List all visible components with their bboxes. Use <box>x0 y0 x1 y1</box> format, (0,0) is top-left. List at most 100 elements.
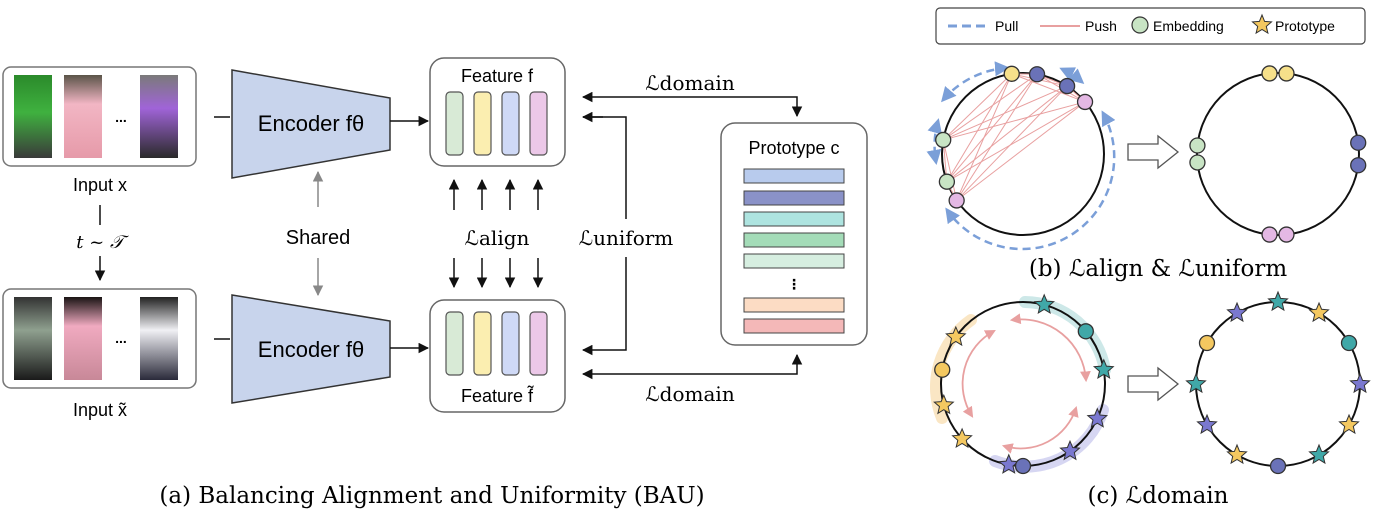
legend: Pull Push Embedding Prototype <box>935 7 1366 45</box>
person-image <box>140 75 178 158</box>
prototype-label: Prototype c <box>748 138 839 158</box>
image-ellipsis: ... <box>115 330 127 346</box>
prototype-star <box>951 427 973 449</box>
prototype-star <box>1196 413 1218 435</box>
prototype-ellipsis: ⋮ <box>787 276 801 292</box>
embedding-point <box>1014 457 1032 475</box>
push-line <box>956 85 1068 201</box>
person-image <box>64 297 102 380</box>
caption-b: (b) ℒalign & ℒuniform <box>1029 256 1288 282</box>
prototypes-c-left <box>933 293 1115 475</box>
prototype-star <box>1308 301 1330 323</box>
legend-push: Push <box>1085 18 1117 34</box>
prototype-star <box>1226 301 1248 323</box>
embedding-point <box>934 361 951 378</box>
encoder-top-label: Encoder fθ <box>258 111 364 136</box>
transition-arrow-c <box>1127 366 1180 402</box>
pull-arc <box>926 118 942 165</box>
align-arrows-up <box>448 178 544 210</box>
hypersphere-b-right <box>1196 72 1360 236</box>
embedding-point <box>1340 334 1358 352</box>
encoder-bottom-label: Encoder fθ <box>258 337 364 362</box>
domain-loss-top-label: ℒdomain <box>645 71 735 95</box>
prototype-star <box>1308 443 1330 465</box>
align-loss-label: ℒalign <box>465 226 530 250</box>
hypersphere-c-right <box>1195 301 1361 467</box>
person-image <box>140 297 178 380</box>
embedding-point <box>1278 226 1295 243</box>
prototype-star <box>1338 413 1360 435</box>
prototype-star <box>1033 293 1055 314</box>
push-line <box>943 85 1068 141</box>
input-images-bottom: ... <box>2 288 197 389</box>
prototype-star <box>1349 372 1371 394</box>
prototype-star-icon <box>1251 13 1273 35</box>
push-line <box>942 139 958 201</box>
embeddings-b-right <box>1189 65 1367 243</box>
embedding-point <box>1269 457 1287 475</box>
embedding-point <box>938 173 956 190</box>
caption-c: (c) ℒdomain <box>1088 483 1229 509</box>
input-x-label: Input x <box>73 175 127 195</box>
embedding-point <box>1028 66 1046 83</box>
prototype-star <box>1267 290 1289 312</box>
embedding-point <box>1077 323 1094 340</box>
legend-embedding: Embedding <box>1153 18 1224 34</box>
domain-arrow-top <box>581 91 803 118</box>
align-arrows-down <box>448 258 544 289</box>
pull-arc <box>1059 67 1085 84</box>
embedding-point <box>1278 65 1295 82</box>
feature-box-top <box>429 57 566 167</box>
encoder-bottom <box>231 294 391 404</box>
prototype-star <box>1185 372 1207 394</box>
embedding-point <box>1076 93 1094 111</box>
pull-arc <box>945 110 1116 251</box>
domain-arrow-bottom <box>581 353 803 380</box>
uniform-arrow <box>581 111 627 356</box>
push-line <box>943 101 1086 141</box>
prototype-star <box>1086 407 1109 428</box>
domain-loss-bottom-label: ℒdomain <box>645 382 735 406</box>
embedding-legend-icon <box>1131 16 1149 34</box>
prototype-box <box>720 122 868 346</box>
embedding-point <box>1198 334 1216 352</box>
feature-box-bottom <box>429 299 566 413</box>
prototype-star <box>933 393 955 415</box>
uniform-loss-label: ℒuniform <box>579 226 674 250</box>
feature-top-label: Feature f <box>461 66 534 86</box>
embedding-point <box>1261 65 1278 82</box>
person-image <box>14 297 52 380</box>
domain-push-arcs <box>961 313 1091 454</box>
embedding-point <box>1350 134 1367 151</box>
person-image <box>14 75 52 158</box>
encoder-top <box>231 69 391 179</box>
transform-label: t ~ 𝒯 <box>76 232 129 253</box>
image-ellipsis: ... <box>115 109 127 125</box>
prototypes-c-right <box>1185 290 1371 475</box>
push-line <box>946 101 1086 183</box>
input-x-tilde-label: Input x̃ <box>73 400 127 420</box>
embedding-point <box>1003 65 1020 82</box>
person-image <box>64 75 102 158</box>
legend-pull: Pull <box>995 18 1018 34</box>
embedding-point <box>948 192 965 209</box>
input-images-top: ... <box>2 66 197 167</box>
embeddings-b-left <box>935 65 1094 209</box>
prototype-star <box>945 325 967 347</box>
transition-arrow-b <box>1127 134 1180 170</box>
feature-bottom-label: Feature f̃ <box>461 385 535 406</box>
embedding-point <box>1189 137 1206 154</box>
embedding-point <box>1058 77 1076 95</box>
shared-label: Shared <box>286 227 351 249</box>
pull-arcs <box>926 61 1116 251</box>
pull-arc <box>941 61 1010 103</box>
embedding-point <box>1189 154 1206 171</box>
legend-prototype: Prototype <box>1275 18 1335 34</box>
prototype-star <box>1092 358 1115 379</box>
prototype-star <box>1226 443 1248 465</box>
embedding-point <box>1350 157 1367 174</box>
prototype-star <box>998 453 1020 474</box>
caption-a: (a) Balancing Alignment and Uniformity (… <box>159 483 704 509</box>
embedding-point <box>1261 226 1278 243</box>
